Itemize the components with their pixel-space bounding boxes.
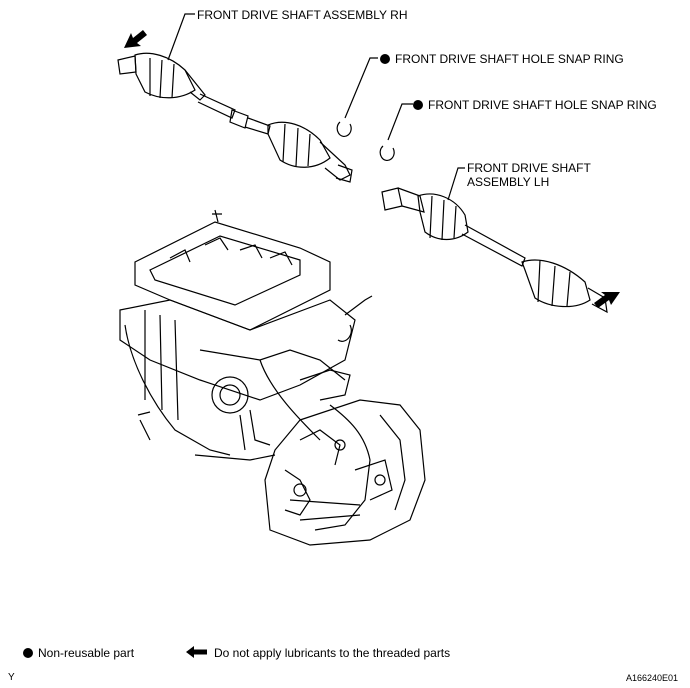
legend-non-reusable: Non-reusable part <box>23 646 134 660</box>
front-drive-shaft-rh <box>117 52 353 183</box>
leader-snap-ring-1 <box>344 57 378 119</box>
arrow-lh-shaft <box>594 292 620 308</box>
label-front-drive-shaft-rh: FRONT DRIVE SHAFT ASSEMBLY RH <box>197 8 408 22</box>
leader-snap-ring-2 <box>387 103 413 141</box>
non-reusable-dot-icon <box>413 100 423 110</box>
label-snap-ring-1: FRONT DRIVE SHAFT HOLE SNAP RING <box>380 52 624 66</box>
engine-assembly <box>119 209 426 546</box>
figure-id: A166240E01 <box>626 673 679 683</box>
legend-no-lubricant: Do not apply lubricants to the threaded … <box>186 646 450 660</box>
front-drive-shaft-lh <box>381 187 608 314</box>
label-front-drive-shaft-lh: FRONT DRIVE SHAFT ASSEMBLY LH <box>467 161 591 189</box>
non-reusable-dot-icon <box>23 648 33 658</box>
leader-lh-shaft <box>447 167 465 201</box>
snap-ring-1 <box>336 121 352 137</box>
arrow-rh-shaft <box>124 30 147 48</box>
footer-code: Y <box>8 672 15 683</box>
label-snap-ring-2: FRONT DRIVE SHAFT HOLE SNAP RING <box>413 98 657 112</box>
left-arrow-icon <box>186 646 207 658</box>
non-reusable-dot-icon <box>380 54 390 64</box>
leader-rh-shaft <box>167 13 195 61</box>
snap-ring-2 <box>379 145 395 161</box>
